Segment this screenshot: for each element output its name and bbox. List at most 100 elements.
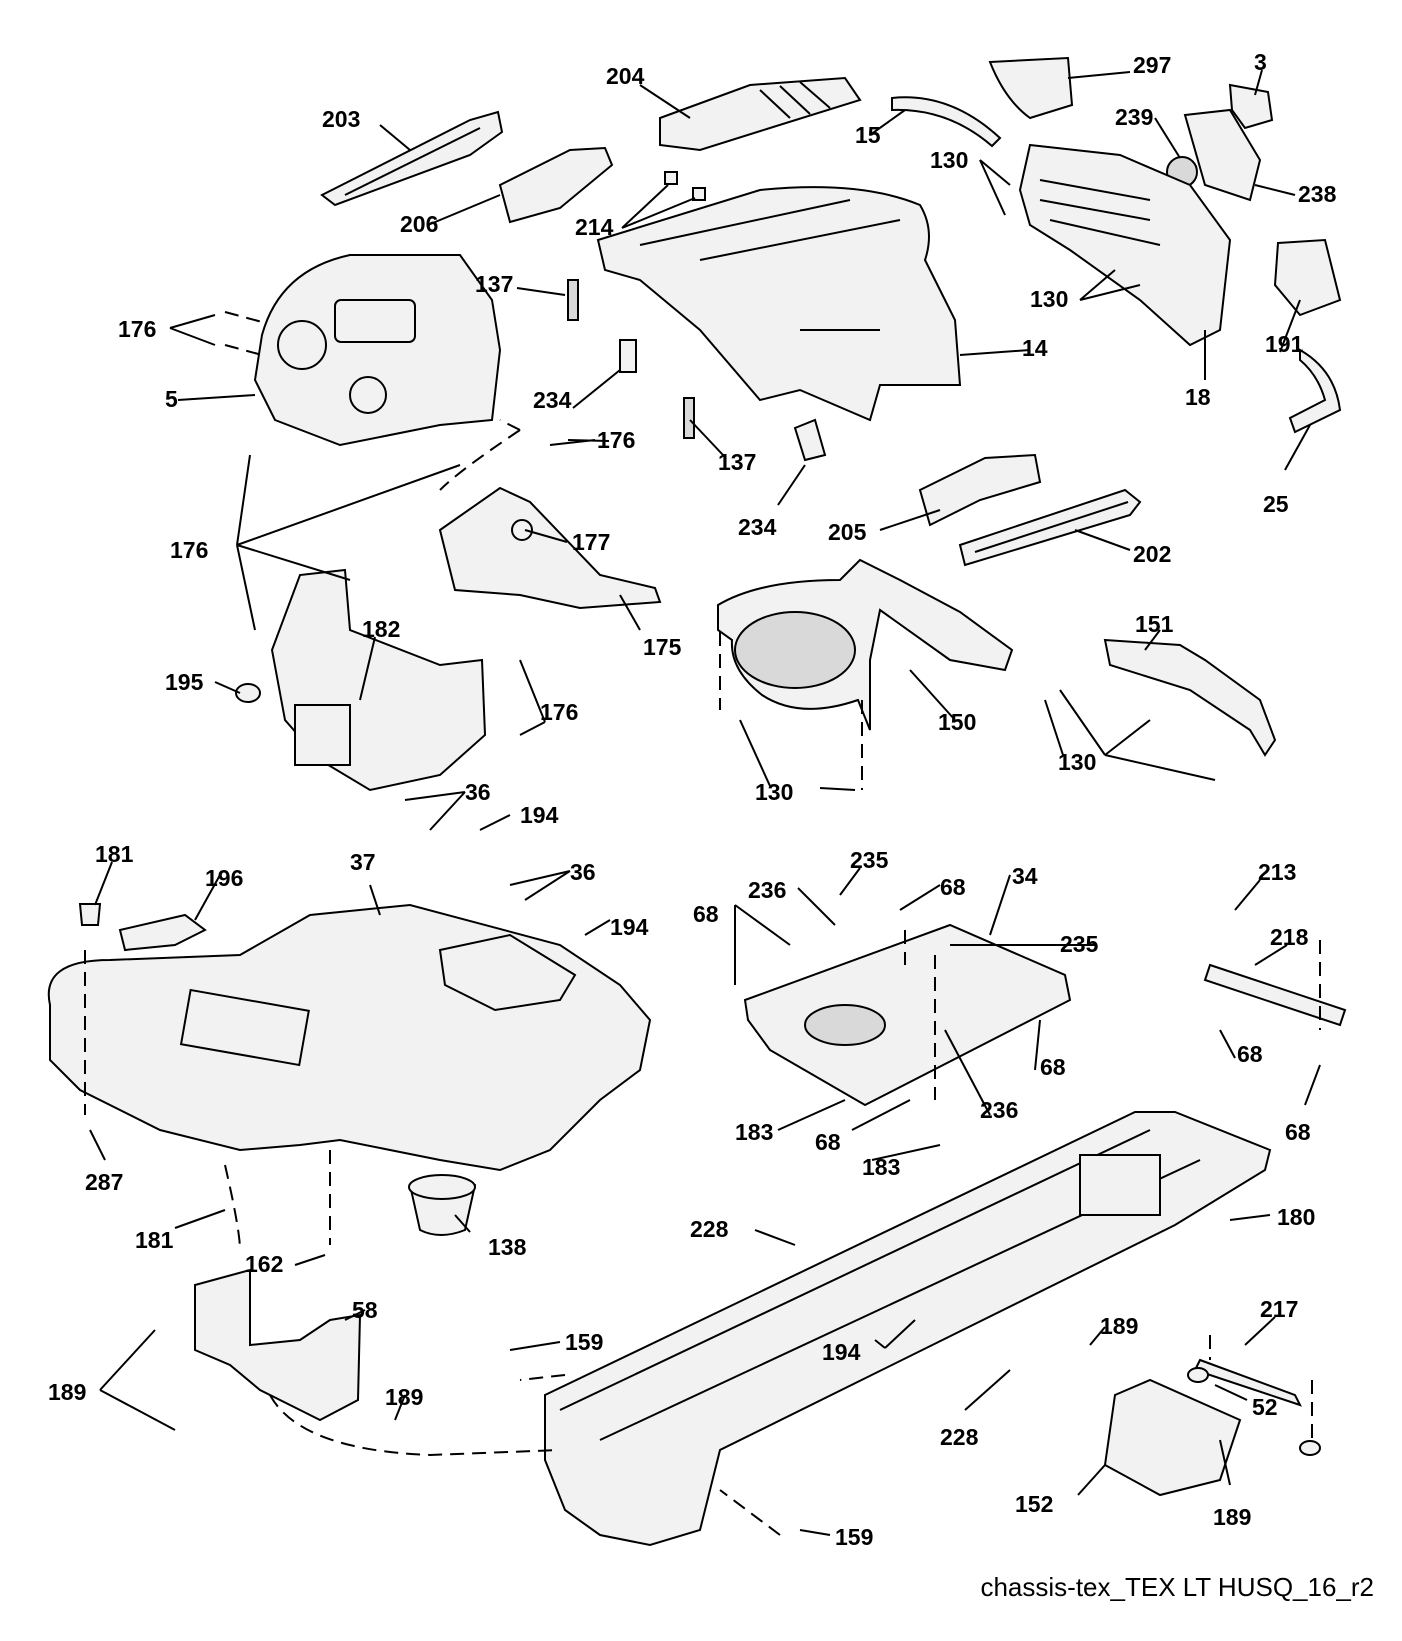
callout-137: 137 (718, 449, 756, 475)
part-151 (1103, 638, 1277, 757)
callout-213: 213 (1258, 859, 1296, 885)
callout-130: 130 (930, 147, 968, 173)
part-52-a (1187, 1367, 1209, 1383)
callout-36: 36 (465, 779, 491, 805)
callout-189: 189 (385, 1384, 423, 1410)
callout-202: 202 (1133, 541, 1171, 567)
callout-206: 206 (400, 211, 438, 237)
callout-152: 152 (1015, 1491, 1053, 1517)
part-37-panel (179, 988, 310, 1067)
callout-239: 239 (1115, 104, 1153, 130)
callout-195: 195 (165, 669, 204, 695)
callout-236: 236 (980, 1097, 1018, 1123)
part-18 (1018, 143, 1232, 347)
callout-3: 3 (1254, 49, 1267, 75)
diagram-caption: chassis-tex_TEX LT HUSQ_16_r2 (980, 1572, 1374, 1602)
callout-137: 137 (475, 271, 513, 297)
callout-34: 34 (1012, 863, 1038, 889)
callout-150: 150 (938, 709, 976, 735)
callout-203: 203 (322, 106, 360, 132)
part-14 (596, 186, 962, 422)
callout-189: 189 (48, 1379, 86, 1405)
callout-287: 287 (85, 1169, 123, 1195)
part-150-opening (734, 611, 856, 689)
callout-180: 180 (1277, 1204, 1315, 1230)
part-52-b (1299, 1440, 1321, 1456)
callout-5: 5 (165, 386, 178, 412)
callout-218: 218 (1270, 924, 1309, 950)
part-214-b (692, 187, 706, 201)
part-195 (235, 683, 261, 703)
callout-189: 189 (1100, 1313, 1138, 1339)
callout-130: 130 (1030, 286, 1068, 312)
part-203 (320, 110, 504, 207)
callout-235: 235 (850, 847, 889, 873)
callout-228: 228 (940, 1424, 979, 1450)
part-196 (118, 913, 207, 952)
callout-228: 228 (690, 1216, 729, 1242)
callout-18: 18 (1185, 384, 1211, 410)
callout-176: 176 (170, 537, 208, 563)
part-58 (194, 1268, 362, 1422)
part-5-window (334, 299, 416, 343)
callout-68: 68 (1237, 1041, 1263, 1067)
part-137-b (683, 397, 695, 439)
part-297 (988, 56, 1074, 120)
part-180 (544, 1111, 1272, 1547)
callout-183: 183 (735, 1119, 773, 1145)
part-138-rim (408, 1174, 476, 1200)
callout-238: 238 (1298, 181, 1337, 207)
callout-176: 176 (118, 316, 156, 342)
callout-189: 189 (1213, 1504, 1251, 1530)
callout-235: 235 (1060, 931, 1099, 957)
part-206 (498, 146, 614, 224)
callout-151: 151 (1135, 611, 1174, 637)
part-3 (1228, 83, 1274, 130)
part-15 (891, 96, 1002, 148)
callout-159: 159 (565, 1329, 603, 1355)
callout-162: 162 (245, 1251, 283, 1277)
part-25 (1288, 348, 1342, 434)
callout-175: 175 (643, 634, 682, 660)
part-177 (511, 519, 533, 541)
callout-36: 36 (570, 859, 596, 885)
part-34-hole (804, 1004, 886, 1046)
part-238 (1183, 108, 1262, 202)
callout-183: 183 (862, 1154, 900, 1180)
callout-196: 196 (205, 865, 243, 891)
callout-214: 214 (575, 214, 614, 240)
part-175 (438, 486, 662, 610)
part-137-a (567, 279, 579, 321)
callout-205: 205 (828, 519, 867, 545)
callout-130: 130 (1058, 749, 1096, 775)
callout-52: 52 (1252, 1394, 1278, 1420)
part-5 (253, 254, 502, 447)
callout-68: 68 (693, 901, 719, 927)
callout-194: 194 (520, 802, 559, 828)
part-218 (1203, 963, 1347, 1027)
callout-68: 68 (1285, 1119, 1311, 1145)
callout-68: 68 (1040, 1054, 1066, 1080)
callout-58: 58 (352, 1297, 378, 1323)
part-152 (1103, 1378, 1242, 1497)
callout-236: 236 (748, 877, 786, 903)
part-5-gauge (277, 320, 327, 370)
callout-204: 204 (606, 63, 645, 89)
callout-138: 138 (488, 1234, 527, 1260)
part-205 (918, 453, 1042, 527)
part-182-window (294, 704, 351, 766)
part-34 (743, 923, 1072, 1107)
callout-177: 177 (572, 529, 610, 555)
part-217 (1193, 1358, 1302, 1407)
callout-194: 194 (822, 1339, 861, 1365)
part-234-b (793, 418, 827, 462)
callout-25: 25 (1263, 491, 1289, 517)
part-214-a (664, 171, 678, 185)
callout-159: 159 (835, 1524, 873, 1550)
callout-15: 15 (855, 122, 881, 148)
callout-68: 68 (815, 1129, 841, 1155)
part-5-knob (349, 376, 387, 414)
part-181 (78, 903, 102, 926)
callout-191: 191 (1265, 331, 1304, 357)
